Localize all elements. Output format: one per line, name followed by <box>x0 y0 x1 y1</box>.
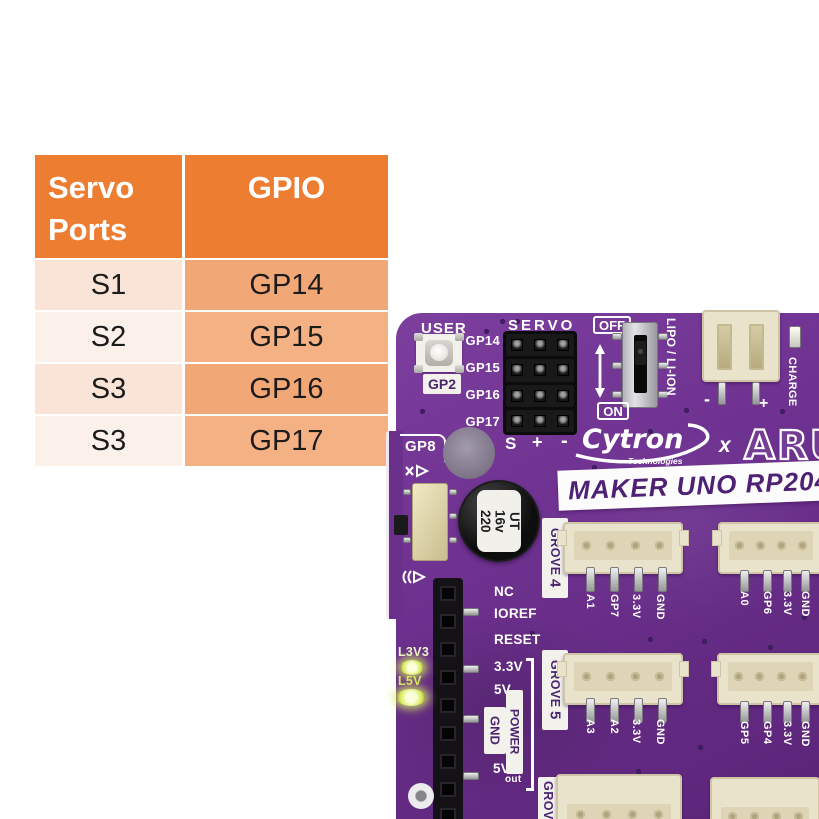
mounting-hole <box>408 783 434 809</box>
speaker-on-icon <box>402 570 426 584</box>
power-group-bracket <box>526 658 534 791</box>
led-5v-label: L5V <box>398 674 422 688</box>
board-name: MAKER UNO RP2040 <box>567 464 819 505</box>
cytron-logo: Cytron Technologies <box>572 419 714 469</box>
led-3v3-label: L3V3 <box>398 645 430 659</box>
capacitor-series: UT <box>506 512 522 530</box>
grove-bottom-label: GROVE <box>541 781 555 819</box>
charge-led-label: CHARGE <box>786 357 798 407</box>
grove-tr-pin-label: GP6 <box>761 591 773 615</box>
servo-col-plus-label: + <box>532 432 543 452</box>
gpio-cell: GP17 <box>185 416 388 466</box>
grove4-pin-label: 3.3V <box>630 594 642 619</box>
electrolytic-capacitor: 220 16v UT <box>458 480 540 562</box>
table-header-servo-ports: Servo Ports <box>35 155 182 258</box>
brand-name: Cytron <box>582 424 684 455</box>
capacitor-marking: 220 16v UT <box>477 490 522 552</box>
power-slide-switch <box>622 322 658 408</box>
user-button-label: USER <box>421 320 467 337</box>
grove-tr-pin-label: 3.3V <box>781 591 793 616</box>
buzzer-hole <box>443 427 495 479</box>
gpio-cell: GP15 <box>185 312 388 362</box>
table-row: S2 GP15 <box>35 312 388 362</box>
pin-label-3v3: 3.3V <box>494 659 523 674</box>
capacitor-value: 220 <box>477 509 493 533</box>
grove4-pin-label: GND <box>654 594 666 620</box>
servo-port-cell: S3 <box>35 416 182 466</box>
grove-tr-pin-label: A0 <box>738 591 750 607</box>
grove5-pin-label: A3 <box>584 719 596 735</box>
servo-row-label: GP14 <box>465 333 500 348</box>
table-header-gpio: GPIO <box>185 155 388 258</box>
power-switch-on-label: ON <box>597 402 629 420</box>
grove-tr-pin-label: GND <box>799 591 811 617</box>
grove-mr-pin-label: GND <box>799 721 811 747</box>
capacitor-voltage: 16v <box>492 509 508 533</box>
table-row: S3 GP16 <box>35 364 388 414</box>
grove-bottom-left-connector <box>556 774 682 819</box>
grove4-connector <box>557 522 689 574</box>
buzzer-slide-switch <box>412 483 448 561</box>
brand-subtitle: Technologies <box>628 456 683 466</box>
grove-mr-pin-label: GP5 <box>738 721 750 745</box>
grove-bottom-right-connector <box>710 777 819 819</box>
led-5v <box>396 689 426 706</box>
table-row: S3 GP17 <box>35 416 388 466</box>
collab-x-label: x <box>719 434 731 457</box>
led-3v3 <box>400 660 424 675</box>
pin-label-gnd: GND <box>484 707 506 754</box>
servo-pin-header <box>503 331 577 435</box>
servo-row-label: GP15 <box>465 360 500 375</box>
pin-label-nc: NC <box>494 584 515 599</box>
grove-mr-pin-label: GP4 <box>761 721 773 745</box>
grove-mr-pin-label: 3.3V <box>781 721 793 746</box>
grove5-number: 5 <box>546 710 564 720</box>
table-row: S1 GP14 <box>35 260 388 310</box>
grove4-pin-label: A1 <box>584 594 596 610</box>
charge-led <box>789 326 801 348</box>
servo-gpio-table: Servo Ports GPIO S1 GP14 S2 GP15 S3 GP16… <box>35 155 388 466</box>
battery-type-label: LIPO / LI-ION <box>664 318 678 396</box>
pin-label-reset: RESET <box>494 632 541 647</box>
speaker-mute-icon <box>405 464 430 478</box>
grove-bottom-label-box: GROVE <box>538 777 558 819</box>
grove5-pin-label: A2 <box>608 719 620 735</box>
user-push-button <box>414 333 464 373</box>
grove-top-right-connector <box>712 522 819 574</box>
battery-plus-label: + <box>759 395 769 412</box>
pin-label-5v-out: 5V <box>493 761 511 776</box>
grove4-pin-label: GP7 <box>608 594 620 618</box>
servo-row-label: GP16 <box>465 387 500 402</box>
user-button-pin-label: GP2 <box>423 374 461 394</box>
buzzer-switch-knob <box>394 515 408 535</box>
grove4-number: 4 <box>546 578 564 588</box>
battery-connector <box>702 310 780 382</box>
servo-port-cell: S2 <box>35 312 182 362</box>
logo-swoosh <box>575 423 710 464</box>
grove5-pin-label: GND <box>654 719 666 745</box>
battery-minus-label: - <box>704 389 711 409</box>
pin-label-5v-out-sub: out <box>505 774 522 785</box>
grove-mid-right-connector <box>711 653 819 705</box>
pin-label-ioref: IOREF <box>494 606 537 621</box>
maker-uno-rp2040-board-photo: USER GP2 SERVO GP14 GP15 GP16 GP17 S + -… <box>386 310 819 819</box>
gpio-cell: GP16 <box>185 364 388 414</box>
servo-col-signal-label: S <box>505 434 517 453</box>
grove5-connector <box>557 653 689 705</box>
servo-row-label: GP17 <box>465 414 500 429</box>
servo-col-minus-label: - <box>561 430 568 452</box>
servo-header-title: SERVO <box>508 317 576 334</box>
grove5-pin-label: 3.3V <box>630 719 642 744</box>
updown-arrow-icon <box>595 344 605 398</box>
gpio-cell: GP14 <box>185 260 388 310</box>
table-header-row: Servo Ports GPIO <box>35 155 388 258</box>
power-pin-header <box>433 578 463 819</box>
servo-port-cell: S3 <box>35 364 182 414</box>
power-group-label: POWER <box>506 690 523 774</box>
servo-port-cell: S1 <box>35 260 182 310</box>
buzzer-pin-label: GP8 <box>405 438 436 455</box>
